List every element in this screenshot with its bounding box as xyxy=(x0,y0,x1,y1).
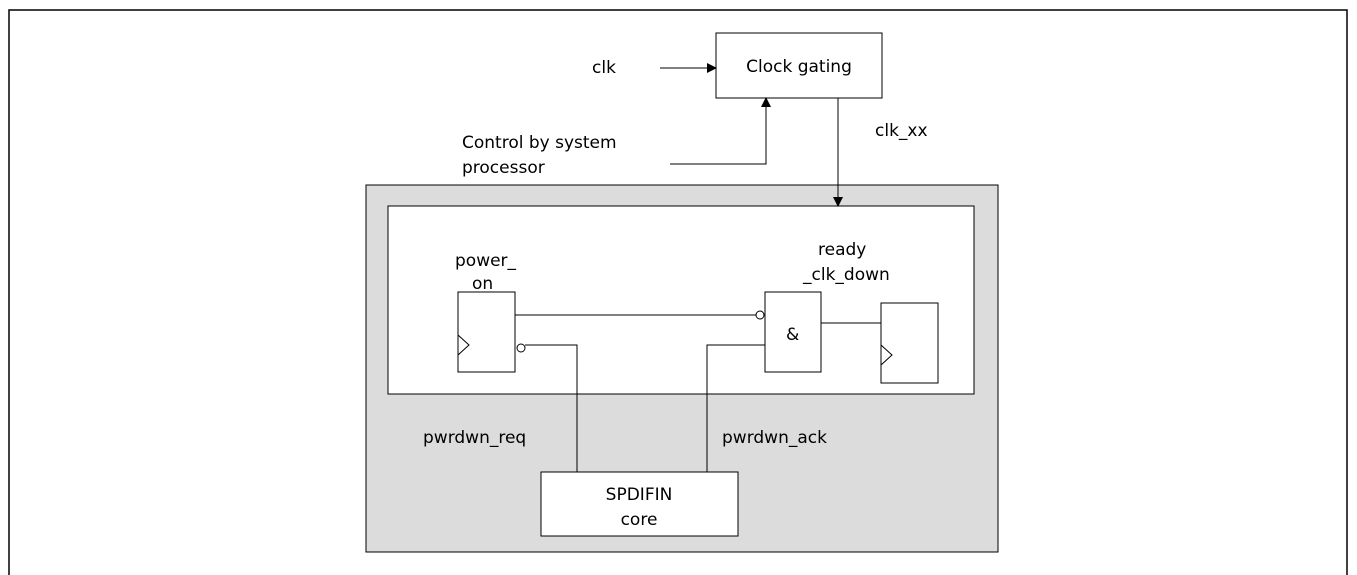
control-arrow xyxy=(670,97,771,165)
spdifin-core-label-line2: core xyxy=(621,510,658,530)
spdifin-core-box xyxy=(540,471,739,537)
power-on-inverted-output xyxy=(516,343,526,353)
power-on-flipflop xyxy=(457,291,516,373)
control-label-line2: processor xyxy=(462,158,545,178)
pwrdwn-ack-label: pwrdwn_ack xyxy=(722,428,827,448)
ready-clk-down-label-line2: _clk_down xyxy=(802,265,890,285)
power-on-label-line1: power_ xyxy=(455,251,517,271)
control-label-line1: Control by system xyxy=(462,133,617,153)
ready-clk-down-label-line1: ready xyxy=(818,240,866,260)
and-gate xyxy=(764,291,822,373)
power-on-clock-input xyxy=(457,334,470,356)
and-gate-symbol: & xyxy=(786,325,799,345)
output-flipflop-clock-input xyxy=(880,344,893,366)
pwrdwn-req-label: pwrdwn_req xyxy=(423,428,526,448)
clk-label: clk xyxy=(592,58,616,78)
output-flipflop xyxy=(880,302,939,384)
clock-gating-label: Clock gating xyxy=(746,57,852,77)
clk-xx-label: clk_xx xyxy=(875,121,928,141)
power-on-label-line2: on xyxy=(472,274,493,294)
and-gate-inverted-input xyxy=(755,310,765,320)
wire-pwrdwn-req xyxy=(525,344,578,472)
clock-gating-box xyxy=(715,32,883,99)
spdifin-core-label-line1: SPDIFIN xyxy=(606,485,673,505)
wire-pwrdwn-ack xyxy=(706,344,765,472)
